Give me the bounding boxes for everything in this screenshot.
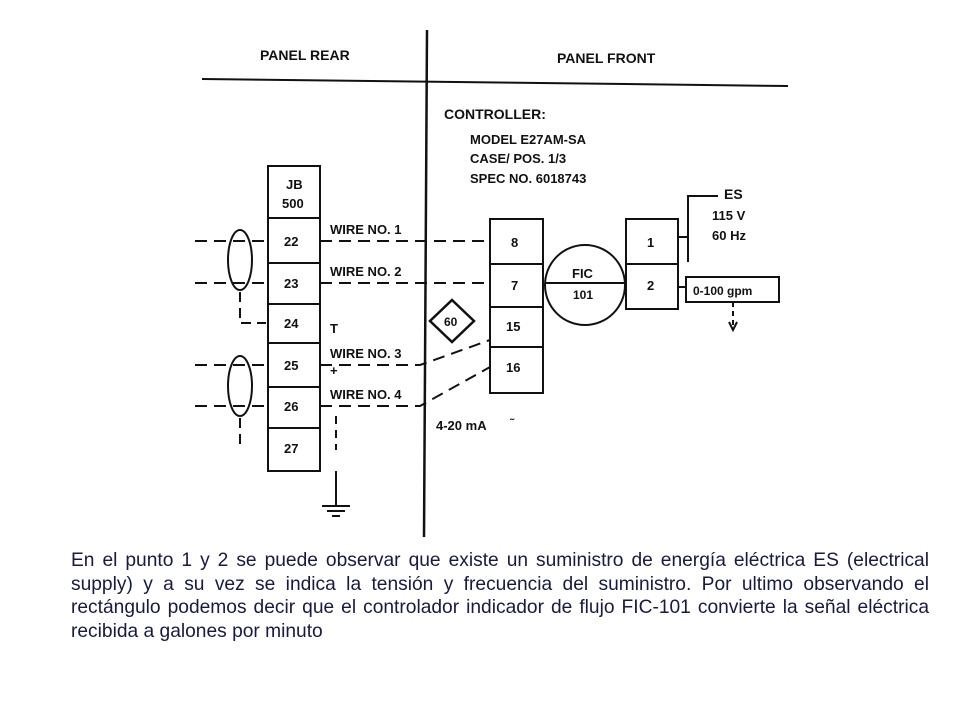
diamond-tag [428,298,476,344]
power-terminal-1: 1 [647,235,654,250]
panel-top-line [201,78,789,87]
supply-label: ES [724,186,743,202]
controller-case: CASE/ POS. 1/3 [470,151,566,166]
controller-terminal-8: 8 [511,235,518,250]
controller-spec: SPEC NO. 6018743 [470,171,586,186]
diamond-tag-value: 60 [444,315,458,329]
output-range-label: 0-100 gpm [693,284,752,298]
controller-model: MODEL E27AM-SA [470,132,587,147]
controller-terminal-7: 7 [511,278,518,293]
wire-label-2: WIRE NO. 2 [330,264,402,279]
wire-mark-t: T [330,321,338,336]
wire-label-3: WIRE NO. 3 [330,346,402,361]
controller-terminal-15: 15 [506,319,520,334]
wire-runs [320,240,491,450]
jb-terminal-26: 26 [284,399,298,414]
output-arrow [728,302,738,333]
signal-label: 4-20 mA [436,418,487,433]
jb-title-line1: JB [286,177,303,192]
fic-instrument-bubble [544,244,626,326]
jb-terminal-22: 22 [284,234,298,249]
fic-number: 101 [573,288,593,302]
field-cable-pair-1 [195,229,266,324]
jb-terminal-27: 27 [284,441,298,456]
jb-terminal-23: 23 [284,276,298,291]
wire-mark-plus: + [330,363,338,378]
panel-rear-label: PANEL REAR [260,47,350,63]
power-terminal-2: 2 [647,278,654,293]
field-cable-pair-2 [195,355,266,450]
jb-title-line2: 500 [282,196,304,211]
fic-tag: FIC [572,266,594,281]
wire-label-4: WIRE NO. 4 [330,387,402,402]
controller-title: CONTROLLER: [444,106,546,122]
wire-label-1: WIRE NO. 1 [330,222,402,237]
junction-box [267,165,321,472]
ground-symbol [322,471,350,517]
controller-terminal-16: 16 [506,360,520,375]
signal-tick: ˜ [509,416,515,430]
panel-front-label: PANEL FRONT [557,50,656,66]
power-terminal-block [625,218,679,310]
wiring-diagram: PANEL REAR PANEL FRONT CONTROLLER: MODEL… [195,29,789,538]
jb-terminal-25: 25 [284,358,298,373]
supply-bracket [678,195,718,262]
jb-terminal-24: 24 [284,316,299,331]
supply-frequency: 60 Hz [712,228,746,243]
caption-paragraph: En el punto 1 y 2 se puede observar que … [71,550,929,642]
supply-voltage: 115 V [712,208,746,223]
controller-terminal-strip [489,218,544,394]
